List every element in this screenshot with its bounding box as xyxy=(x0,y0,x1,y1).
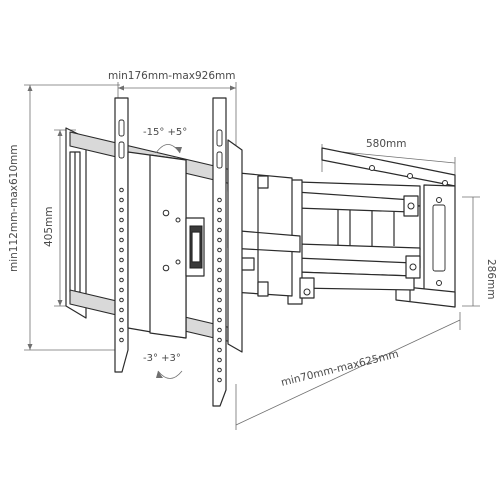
mounting-height-label: min112mm-max610mm xyxy=(8,145,20,272)
wall-plate-height-label: 286mm xyxy=(485,259,497,300)
plate-height-label: 405mm xyxy=(43,207,55,248)
tv-bracket xyxy=(65,97,243,407)
swivel-rotation-arrow-icon xyxy=(156,370,183,379)
extension-dimension xyxy=(235,312,461,430)
extension-label: min70mm-max625mm xyxy=(280,348,400,389)
tilt-angle-label: -15° +5° xyxy=(143,127,187,138)
swivel-angle-label: -3° +3° xyxy=(143,353,181,364)
wall-plate-width-label: 580mm xyxy=(366,138,407,150)
mounting-height-dimension xyxy=(24,84,120,351)
wall-plate xyxy=(321,147,456,308)
vesa-width-label: min176mm-max926mm xyxy=(108,70,235,82)
articulating-arms xyxy=(227,171,421,305)
wall-plate-height-dimension xyxy=(462,196,480,307)
tilt-rotation-arrow-icon xyxy=(155,144,182,154)
